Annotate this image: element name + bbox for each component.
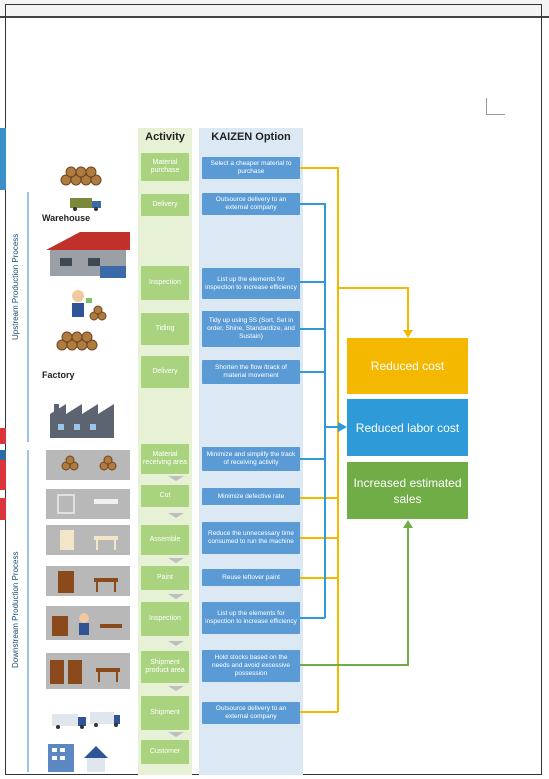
flow-chevron [168,513,184,518]
kaizen-option: Select a cheaper material to purchase [202,157,300,179]
furniture-icon [46,450,130,689]
edge-tab-blue [0,128,6,190]
activity-shipment: Shipment [141,696,189,730]
edge-tab-red [0,460,6,490]
kaizen-option: Reuse leftover paint [202,569,300,586]
factory-label: Factory [42,370,75,380]
activity-material-purchase: Material purchase [141,153,189,181]
activity-delivery: Delivery [141,194,189,216]
activity-cut: Cut [141,485,189,507]
kaizen-header: KAIZEN Option [211,131,291,143]
edge-tab-blue [0,450,6,460]
activity-assemble: Assemble [141,525,189,555]
logs-icon [56,305,107,351]
flow-chevron [168,686,184,691]
kaizen-option: Shorten the flow /track of material move… [202,360,300,384]
result-reduced-cost: Reduced cost [347,338,468,394]
warehouse-label: Warehouse [42,213,91,223]
activity-shipment-product-area: Shipment product area [141,651,189,683]
corner-mark [486,98,505,115]
kaizen-option: Outsource delivery to an external compan… [202,702,300,724]
truck-icon [70,198,101,211]
result-reduced-labor-cost: Reduced labor cost [347,399,468,456]
activity-header: Activity [145,131,185,143]
truck-icon [52,712,120,729]
flow-chevron [168,558,184,563]
kaizen-option: Reduce the unnecessary time consumed to … [202,522,300,554]
flow-chevron [168,594,184,599]
kaizen-option: List up the elements for inspection to i… [202,602,300,634]
kaizen-option: Minimize defective rate [202,488,300,505]
flow-chevron [168,641,184,646]
edge-tab-red [0,428,6,444]
activity-inspection: Inspection [141,266,189,300]
factory-icon [50,404,114,438]
kaizen-option: List up the elements for inspection to i… [202,268,300,299]
activity-material-receiving: Material receiving area [141,444,189,474]
upstream-arrow-line [27,192,29,442]
kaizen-option: Tidy up using 5S (Sort, Set in order, Sh… [202,311,300,347]
kaizen-option: Minimize and simplify the track of recei… [202,447,300,471]
activity-paint: Paint [141,566,189,590]
activity-inspection: Inspection [141,602,189,636]
activity-delivery: Delivery [141,356,189,388]
logs-icon [60,166,102,186]
warehouse-icon [46,232,130,278]
building-icon [48,744,108,772]
downstream-arrow-line [27,450,29,772]
kaizen-option: Hold stocks based on the needs and avoid… [202,650,300,682]
logs-icon [61,455,117,471]
activity-tiding: Tiding [141,313,189,345]
activity-customer: Customer [141,740,189,764]
kaizen-option: Outsource delivery to an external compan… [202,193,300,215]
flow-chevron [168,732,184,737]
furniture-icon [50,494,122,684]
edge-tab-red [0,498,6,520]
result-increased-sales: Increased estimated sales [347,462,468,519]
flow-chevron [168,476,184,481]
worker-icon [72,290,92,317]
